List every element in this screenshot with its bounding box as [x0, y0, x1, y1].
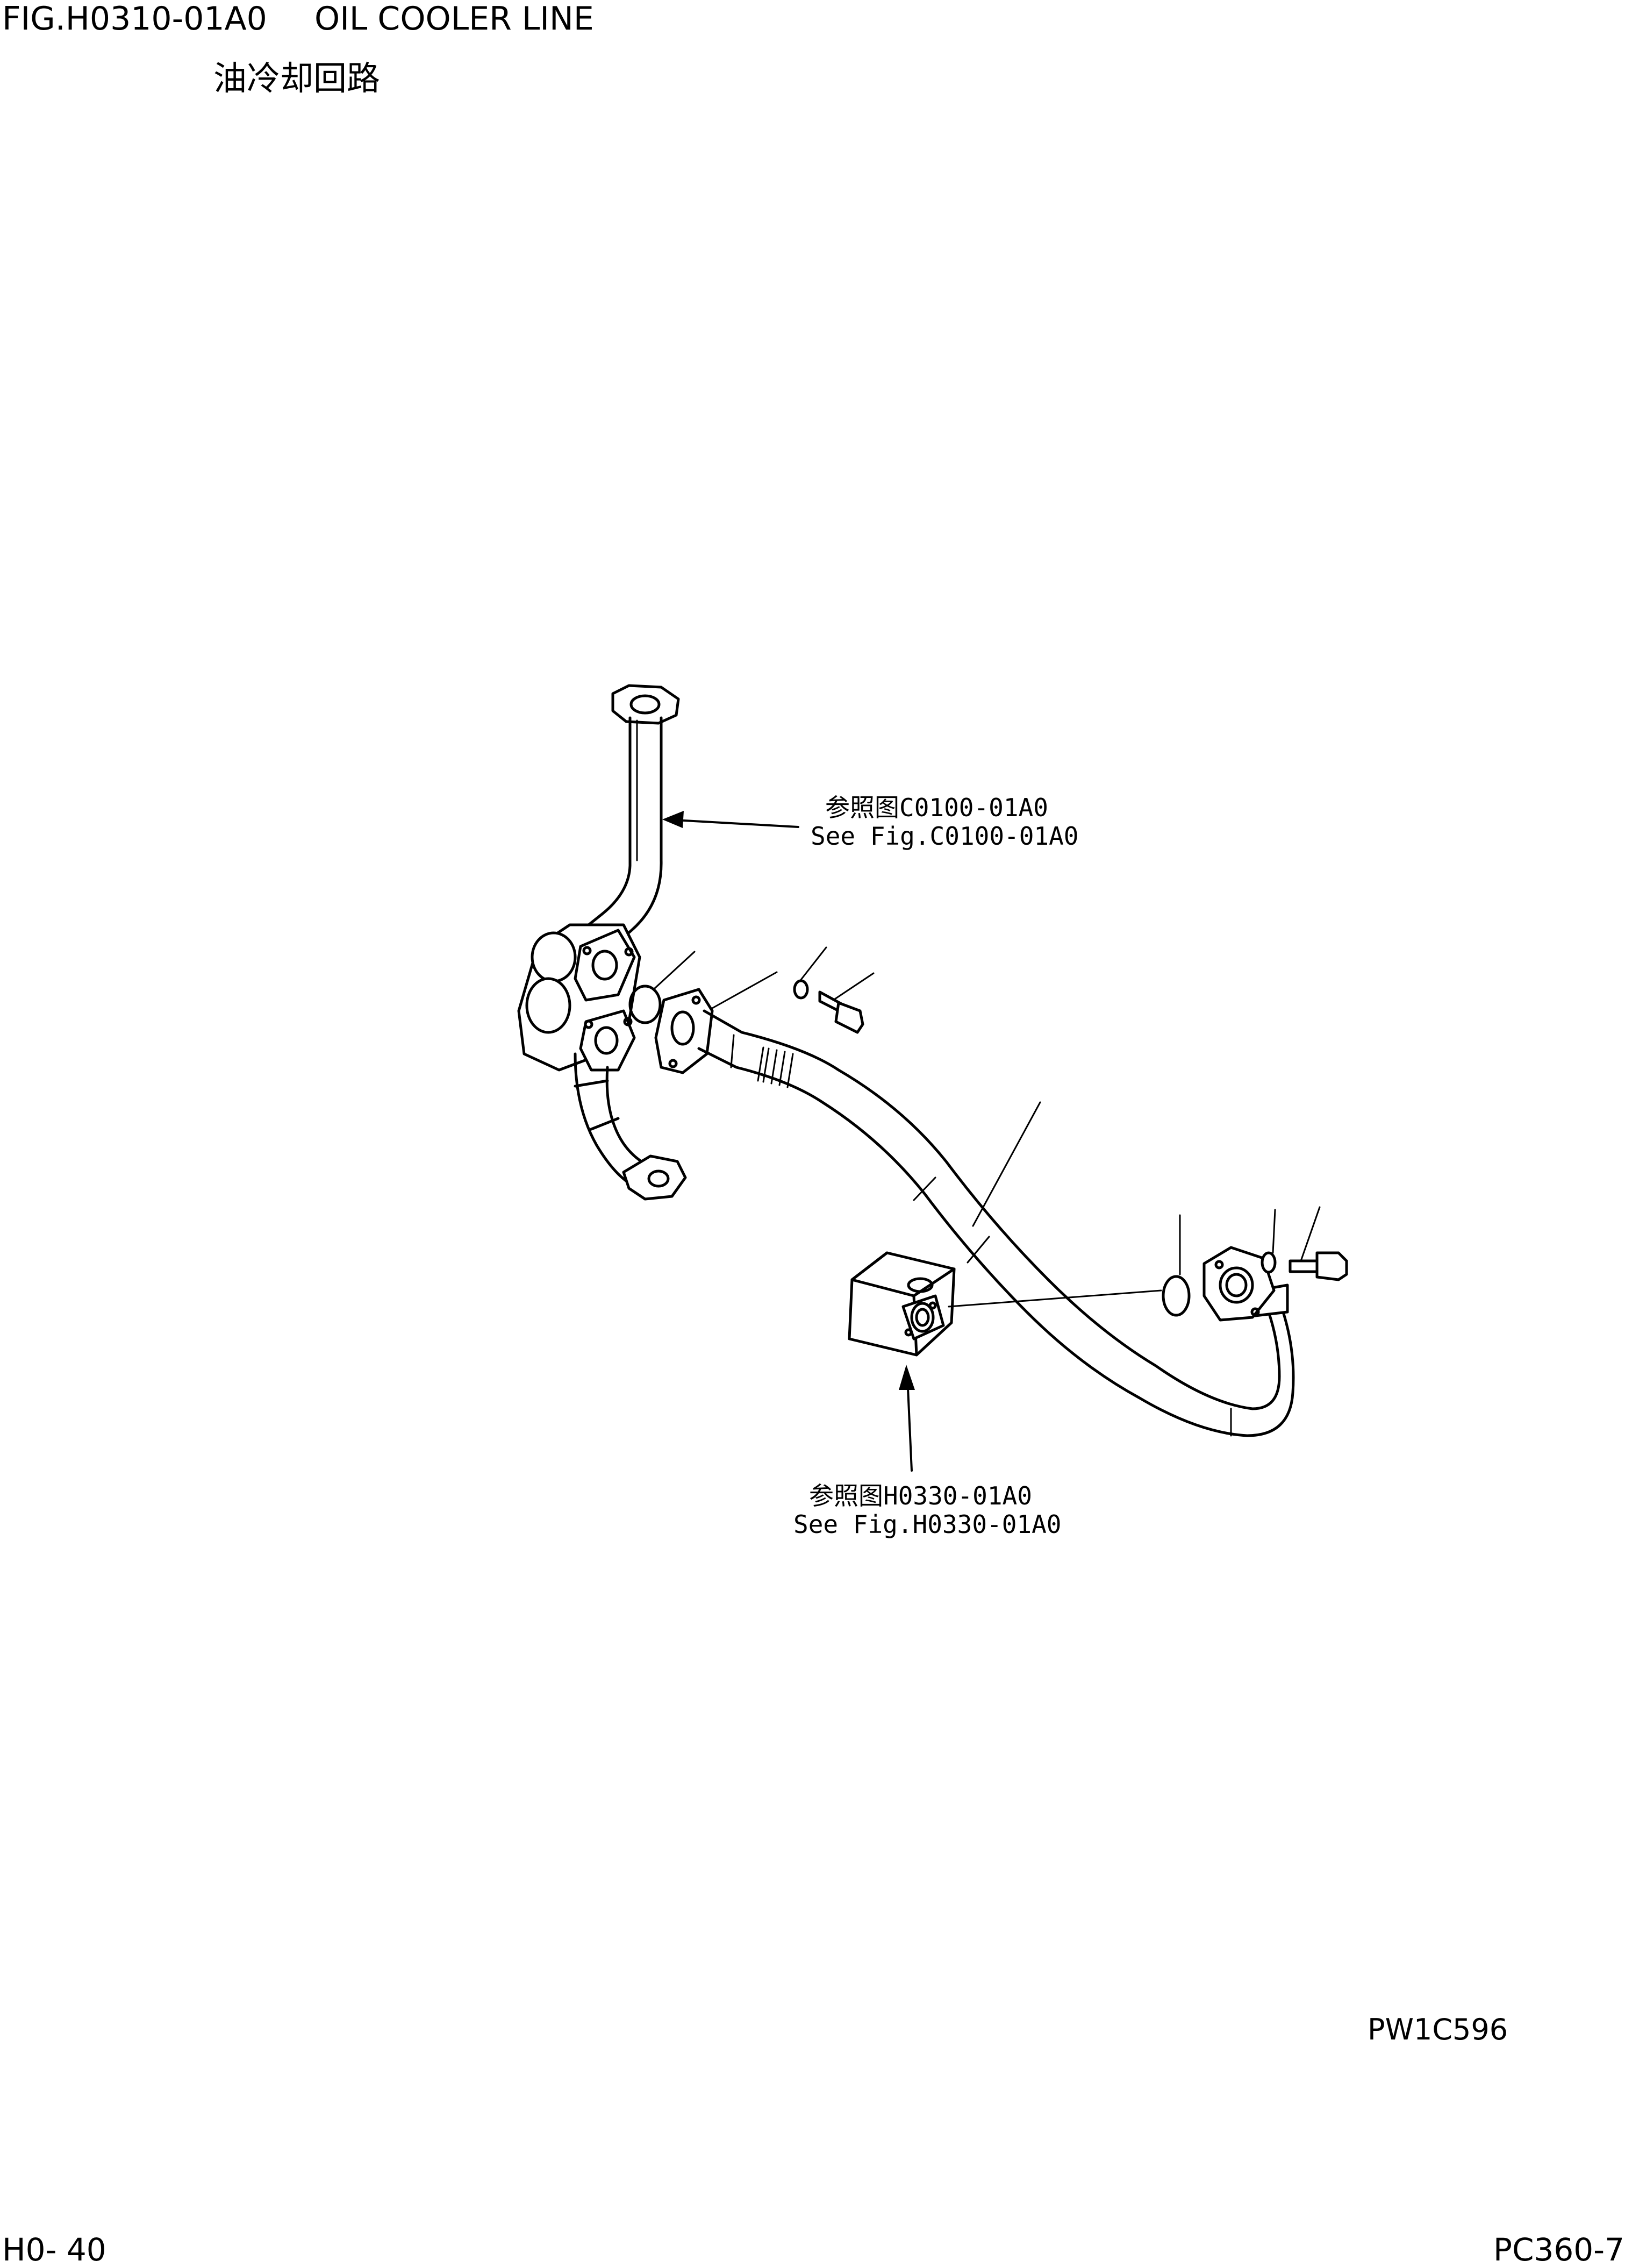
o-ring-upper	[628, 951, 696, 1024]
figure-code: FIG.H0310-01A0	[2, 0, 267, 38]
drawing-code: PW1C596	[1368, 2013, 1508, 2046]
page-number: H0- 40	[2, 2231, 106, 2268]
reference-arrow-lower	[899, 1365, 915, 1472]
upper-pipe	[574, 684, 680, 953]
bolt-lower	[1261, 1206, 1348, 1281]
main-hose	[654, 988, 1295, 1437]
cooler-block	[848, 1251, 1162, 1357]
o-ring-lower	[1162, 1214, 1191, 1317]
valve-block	[517, 923, 641, 1072]
lower-short-pipe	[574, 1052, 687, 1201]
model-code: PC360-7	[1493, 2231, 1625, 2268]
figure-title-chinese: 油冷却回路	[213, 59, 381, 98]
reference-label-upper-cn: 参照图C0100-01A0	[825, 793, 1048, 822]
reference-label-upper-en: See Fig.C0100-01A0	[811, 822, 1079, 851]
figure-title: OIL COOLER LINE	[314, 0, 594, 38]
reference-arrow-upper	[662, 811, 799, 828]
reference-label-lower-en: See Fig.H0330-01A0	[793, 1510, 1062, 1539]
bolt-upper	[793, 946, 875, 1034]
leader-hose-flange	[711, 971, 778, 1009]
reference-label-lower-cn: 参照图H0330-01A0	[809, 1481, 1032, 1510]
